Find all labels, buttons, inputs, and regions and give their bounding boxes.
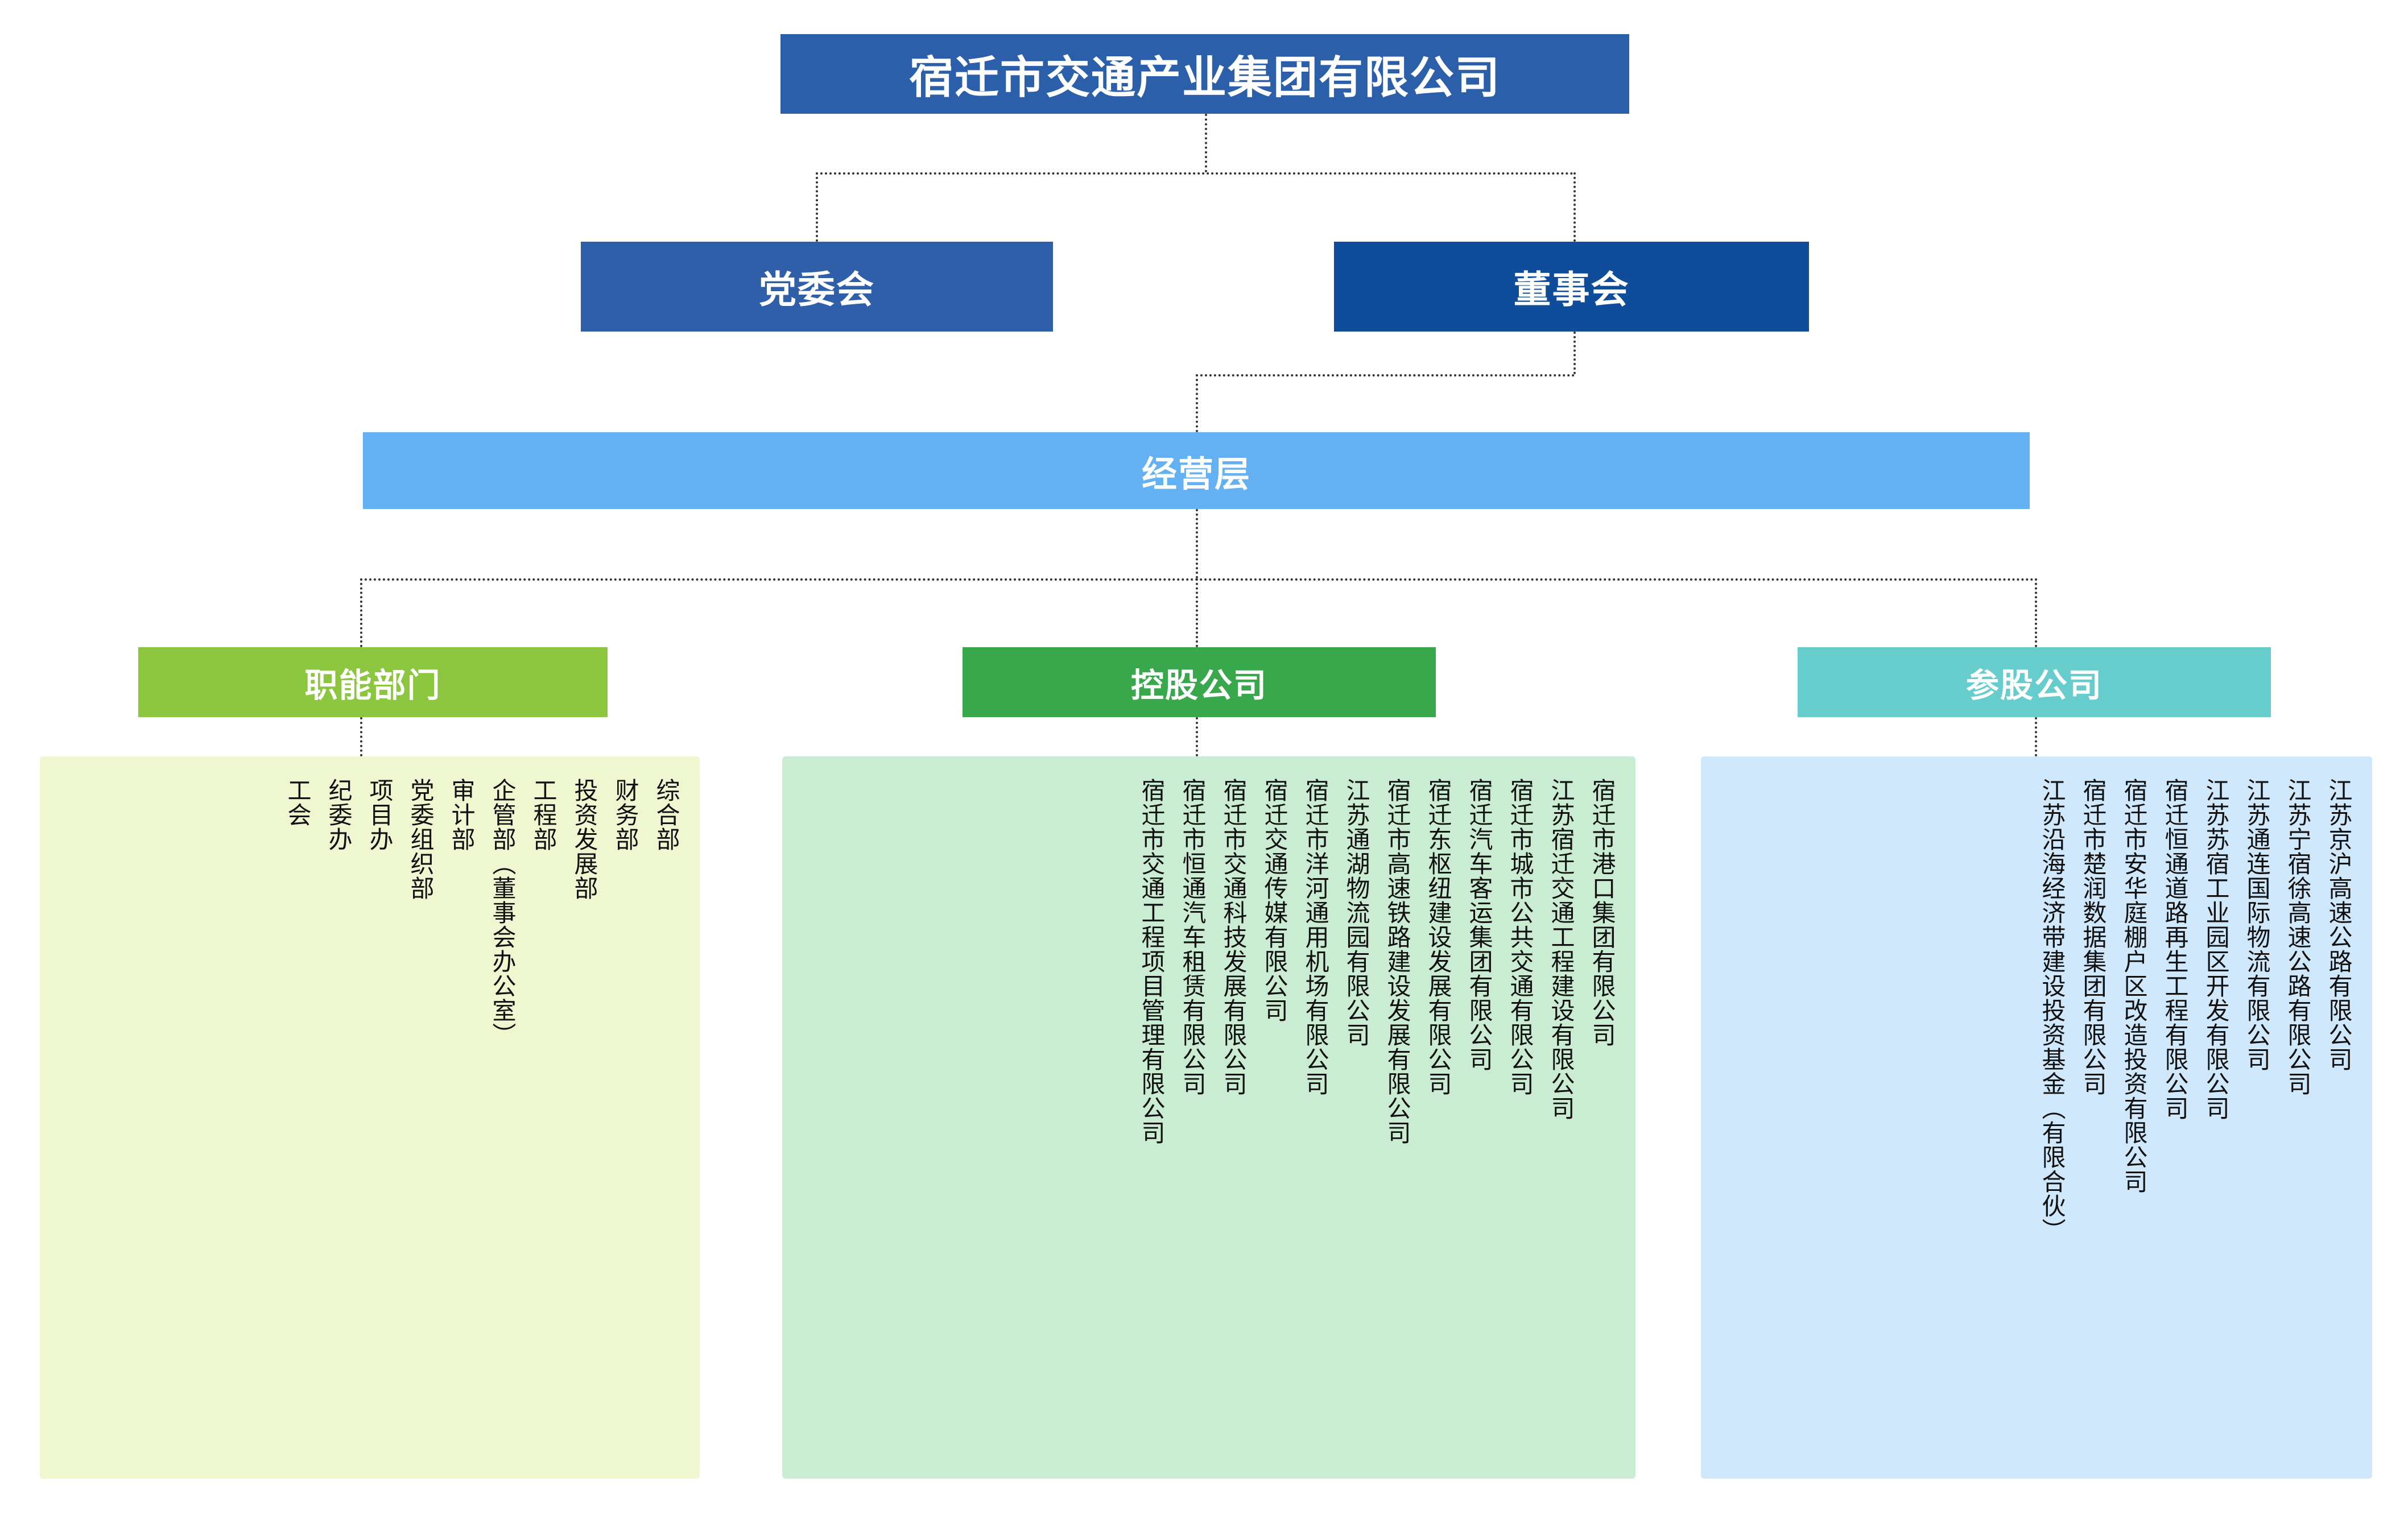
connector-to-party <box>816 172 818 242</box>
list-item[interactable]: 纪委办 <box>325 778 352 851</box>
connector-holding-stem <box>1196 717 1198 756</box>
list-item[interactable]: 宿迁市洋河通用机场有限公司 <box>1302 778 1329 1096</box>
node-board-of-directors-label: 董事会 <box>1513 268 1630 311</box>
list-item[interactable]: 工程部 <box>530 778 557 851</box>
connector-board-to-manage <box>1196 374 1575 376</box>
list-item[interactable]: 审计部 <box>448 778 475 851</box>
node-root[interactable]: 宿迁市交通产业集团有限公司 <box>780 34 1629 114</box>
list-item[interactable]: 江苏宁宿徐高速公路有限公司 <box>2285 778 2311 1096</box>
panel-holding-companies: 宿迁市港口集团有限公司 江苏宿迁交通工程建设有限公司 宿迁市城市公共交通有限公司… <box>782 756 1635 1479</box>
list-item[interactable]: 综合部 <box>653 778 680 851</box>
node-party-committee-label: 党委会 <box>759 268 875 311</box>
list-item[interactable]: 宿迁市楚润数据集团有限公司 <box>2080 778 2107 1096</box>
list-item[interactable]: 宿迁东枢纽建设发展有限公司 <box>1425 778 1452 1096</box>
group-header-functional[interactable]: 职能部门 <box>138 647 608 717</box>
connector-to-board <box>1573 172 1576 242</box>
panel-functional-departments: 综合部 财务部 投资发展部 工程部 企管部（董事会办公室） 审计部 党委组织部 … <box>40 756 700 1479</box>
connector-shareholding-stem <box>2035 717 2037 756</box>
group-header-holding-label: 控股公司 <box>1130 667 1267 704</box>
list-item[interactable]: 财务部 <box>612 778 639 851</box>
node-management-layer-label: 经营层 <box>1141 454 1251 494</box>
connector-to-holding <box>1196 578 1198 647</box>
list-item[interactable]: 江苏通湖物流园有限公司 <box>1343 778 1370 1047</box>
list-item[interactable]: 江苏京沪高速公路有限公司 <box>2326 778 2352 1071</box>
connector-functional-stem <box>360 717 362 756</box>
list-item[interactable]: 宿迁汽车客运集团有限公司 <box>1466 778 1493 1071</box>
list-item[interactable]: 工会 <box>284 778 311 827</box>
list-item[interactable]: 项目办 <box>366 778 393 851</box>
list-item[interactable]: 宿迁市城市公共交通有限公司 <box>1507 778 1534 1096</box>
list-item[interactable]: 宿迁市港口集团有限公司 <box>1589 778 1616 1047</box>
node-party-committee[interactable]: 党委会 <box>581 242 1053 332</box>
list-item[interactable]: 江苏通连国际物流有限公司 <box>2244 778 2270 1071</box>
list-item[interactable]: 投资发展部 <box>571 778 598 900</box>
panel-shareholding-companies: 江苏京沪高速公路有限公司 江苏宁宿徐高速公路有限公司 江苏通连国际物流有限公司 … <box>1701 756 2372 1479</box>
node-management-layer[interactable]: 经营层 <box>363 432 2030 509</box>
group-header-holding[interactable]: 控股公司 <box>963 647 1436 717</box>
list-item[interactable]: 宿迁市安华庭棚户区改造投资有限公司 <box>2121 778 2147 1194</box>
list-item[interactable]: 宿迁市高速铁路建设发展有限公司 <box>1384 778 1411 1145</box>
node-root-label: 宿迁市交通产业集团有限公司 <box>908 52 1501 102</box>
list-item[interactable]: 宿迁交通传媒有限公司 <box>1261 778 1288 1023</box>
connector-to-functional <box>360 578 362 647</box>
list-item[interactable]: 江苏苏宿工业园区开发有限公司 <box>2203 778 2229 1120</box>
list-item[interactable]: 江苏沿海经济带建设投资基金（有限合伙） <box>2039 778 2066 1243</box>
connector-manage-down <box>1196 509 1198 578</box>
group-header-functional-label: 职能部门 <box>304 667 441 704</box>
list-item[interactable]: 企管部（董事会办公室） <box>489 778 516 1047</box>
connector-manage-up <box>1196 374 1198 432</box>
connector-board-down <box>1573 332 1576 374</box>
list-item[interactable]: 宿迁市恒通汽车租赁有限公司 <box>1179 778 1206 1096</box>
group-header-shareholding[interactable]: 参股公司 <box>1798 647 2271 717</box>
connector-to-shareholding <box>2035 578 2037 647</box>
list-item[interactable]: 江苏宿迁交通工程建设有限公司 <box>1548 778 1575 1120</box>
connector-root-horizontal <box>816 172 1573 175</box>
list-item[interactable]: 党委组织部 <box>407 778 434 900</box>
group-header-shareholding-label: 参股公司 <box>1965 667 2103 704</box>
list-item[interactable]: 宿迁市交通科技发展有限公司 <box>1220 778 1247 1096</box>
node-board-of-directors[interactable]: 董事会 <box>1334 242 1809 332</box>
connector-root-down <box>1205 114 1207 172</box>
list-item[interactable]: 宿迁恒通道路再生工程有限公司 <box>2162 778 2188 1120</box>
list-item[interactable]: 宿迁市交通工程项目管理有限公司 <box>1138 778 1165 1145</box>
